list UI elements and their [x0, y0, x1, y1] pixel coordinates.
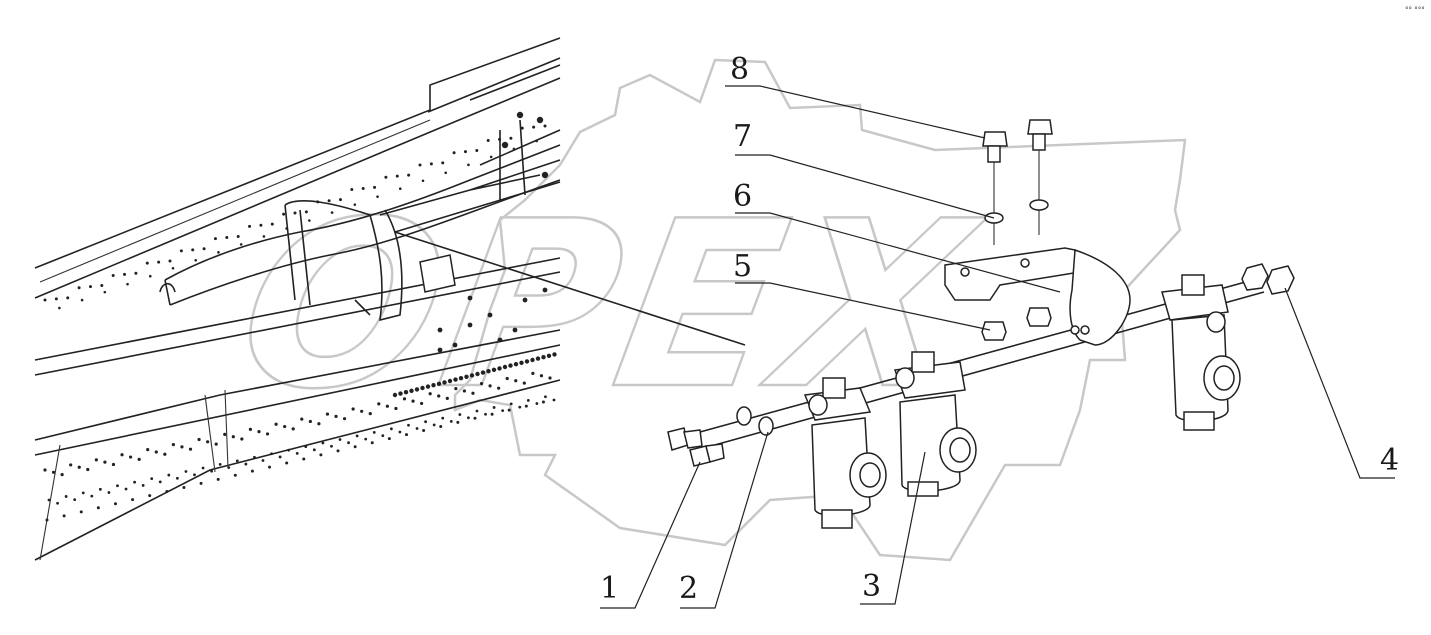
callout-3: 3 — [862, 569, 881, 604]
corner-mark: °° °°° — [1405, 6, 1425, 14]
leader-7 — [735, 154, 995, 219]
frame-rail-upper-inner — [39, 119, 431, 283]
end-washer-a — [736, 406, 752, 426]
leader-5 — [735, 282, 991, 331]
leader-2 — [680, 431, 769, 609]
frame-rail-lower — [34, 257, 561, 561]
callout-6: 6 — [733, 179, 752, 214]
valve-assembly — [667, 119, 1295, 529]
upper-bolt-left — [982, 131, 1008, 245]
upper-washer-right — [1029, 199, 1049, 211]
end-washer-b — [758, 416, 774, 436]
upper-bolt-right — [1027, 119, 1053, 235]
leader-1 — [600, 461, 701, 609]
callout-8: 8 — [730, 52, 749, 87]
frame-rail-upper — [34, 37, 561, 299]
crossmember-rear — [379, 159, 561, 233]
leader-3 — [860, 451, 926, 605]
end-nut-b — [1266, 265, 1295, 295]
callout-5: 5 — [733, 249, 752, 284]
callout-4: 4 — [1380, 443, 1399, 478]
callout-7: 7 — [733, 119, 752, 154]
lower-nut-right — [1026, 307, 1052, 327]
leader-4 — [1284, 287, 1395, 479]
mounting-bracket — [944, 247, 1131, 346]
end-bolt-pair — [667, 427, 725, 467]
crossmember-tube — [164, 144, 561, 306]
callout-1: 1 — [600, 571, 619, 606]
watermark: OPEX — [221, 58, 1187, 562]
frame-bracket-arch — [284, 200, 403, 322]
chassis-frame-detail — [34, 37, 746, 561]
end-nut-a — [1241, 263, 1269, 291]
lower-nut-left — [981, 321, 1007, 341]
valve-right — [1161, 274, 1241, 431]
valve-middle — [893, 351, 977, 497]
callout-numbers: 1 2 3 4 5 6 7 8 — [600, 52, 1399, 606]
detail-leader-line — [394, 231, 746, 346]
leader-6 — [735, 212, 1061, 293]
watermark-text: OPEX — [222, 172, 996, 440]
frame-bracket-block — [419, 254, 456, 293]
callout-leaders — [600, 85, 1395, 609]
leader-8 — [725, 85, 986, 139]
crossmember-end — [159, 279, 176, 306]
callout-2: 2 — [679, 571, 698, 606]
frame-rear-corner — [469, 64, 561, 200]
frame-rail-joints — [39, 389, 229, 561]
valve-left — [803, 377, 887, 529]
frame-rivet-holes — [43, 111, 557, 522]
